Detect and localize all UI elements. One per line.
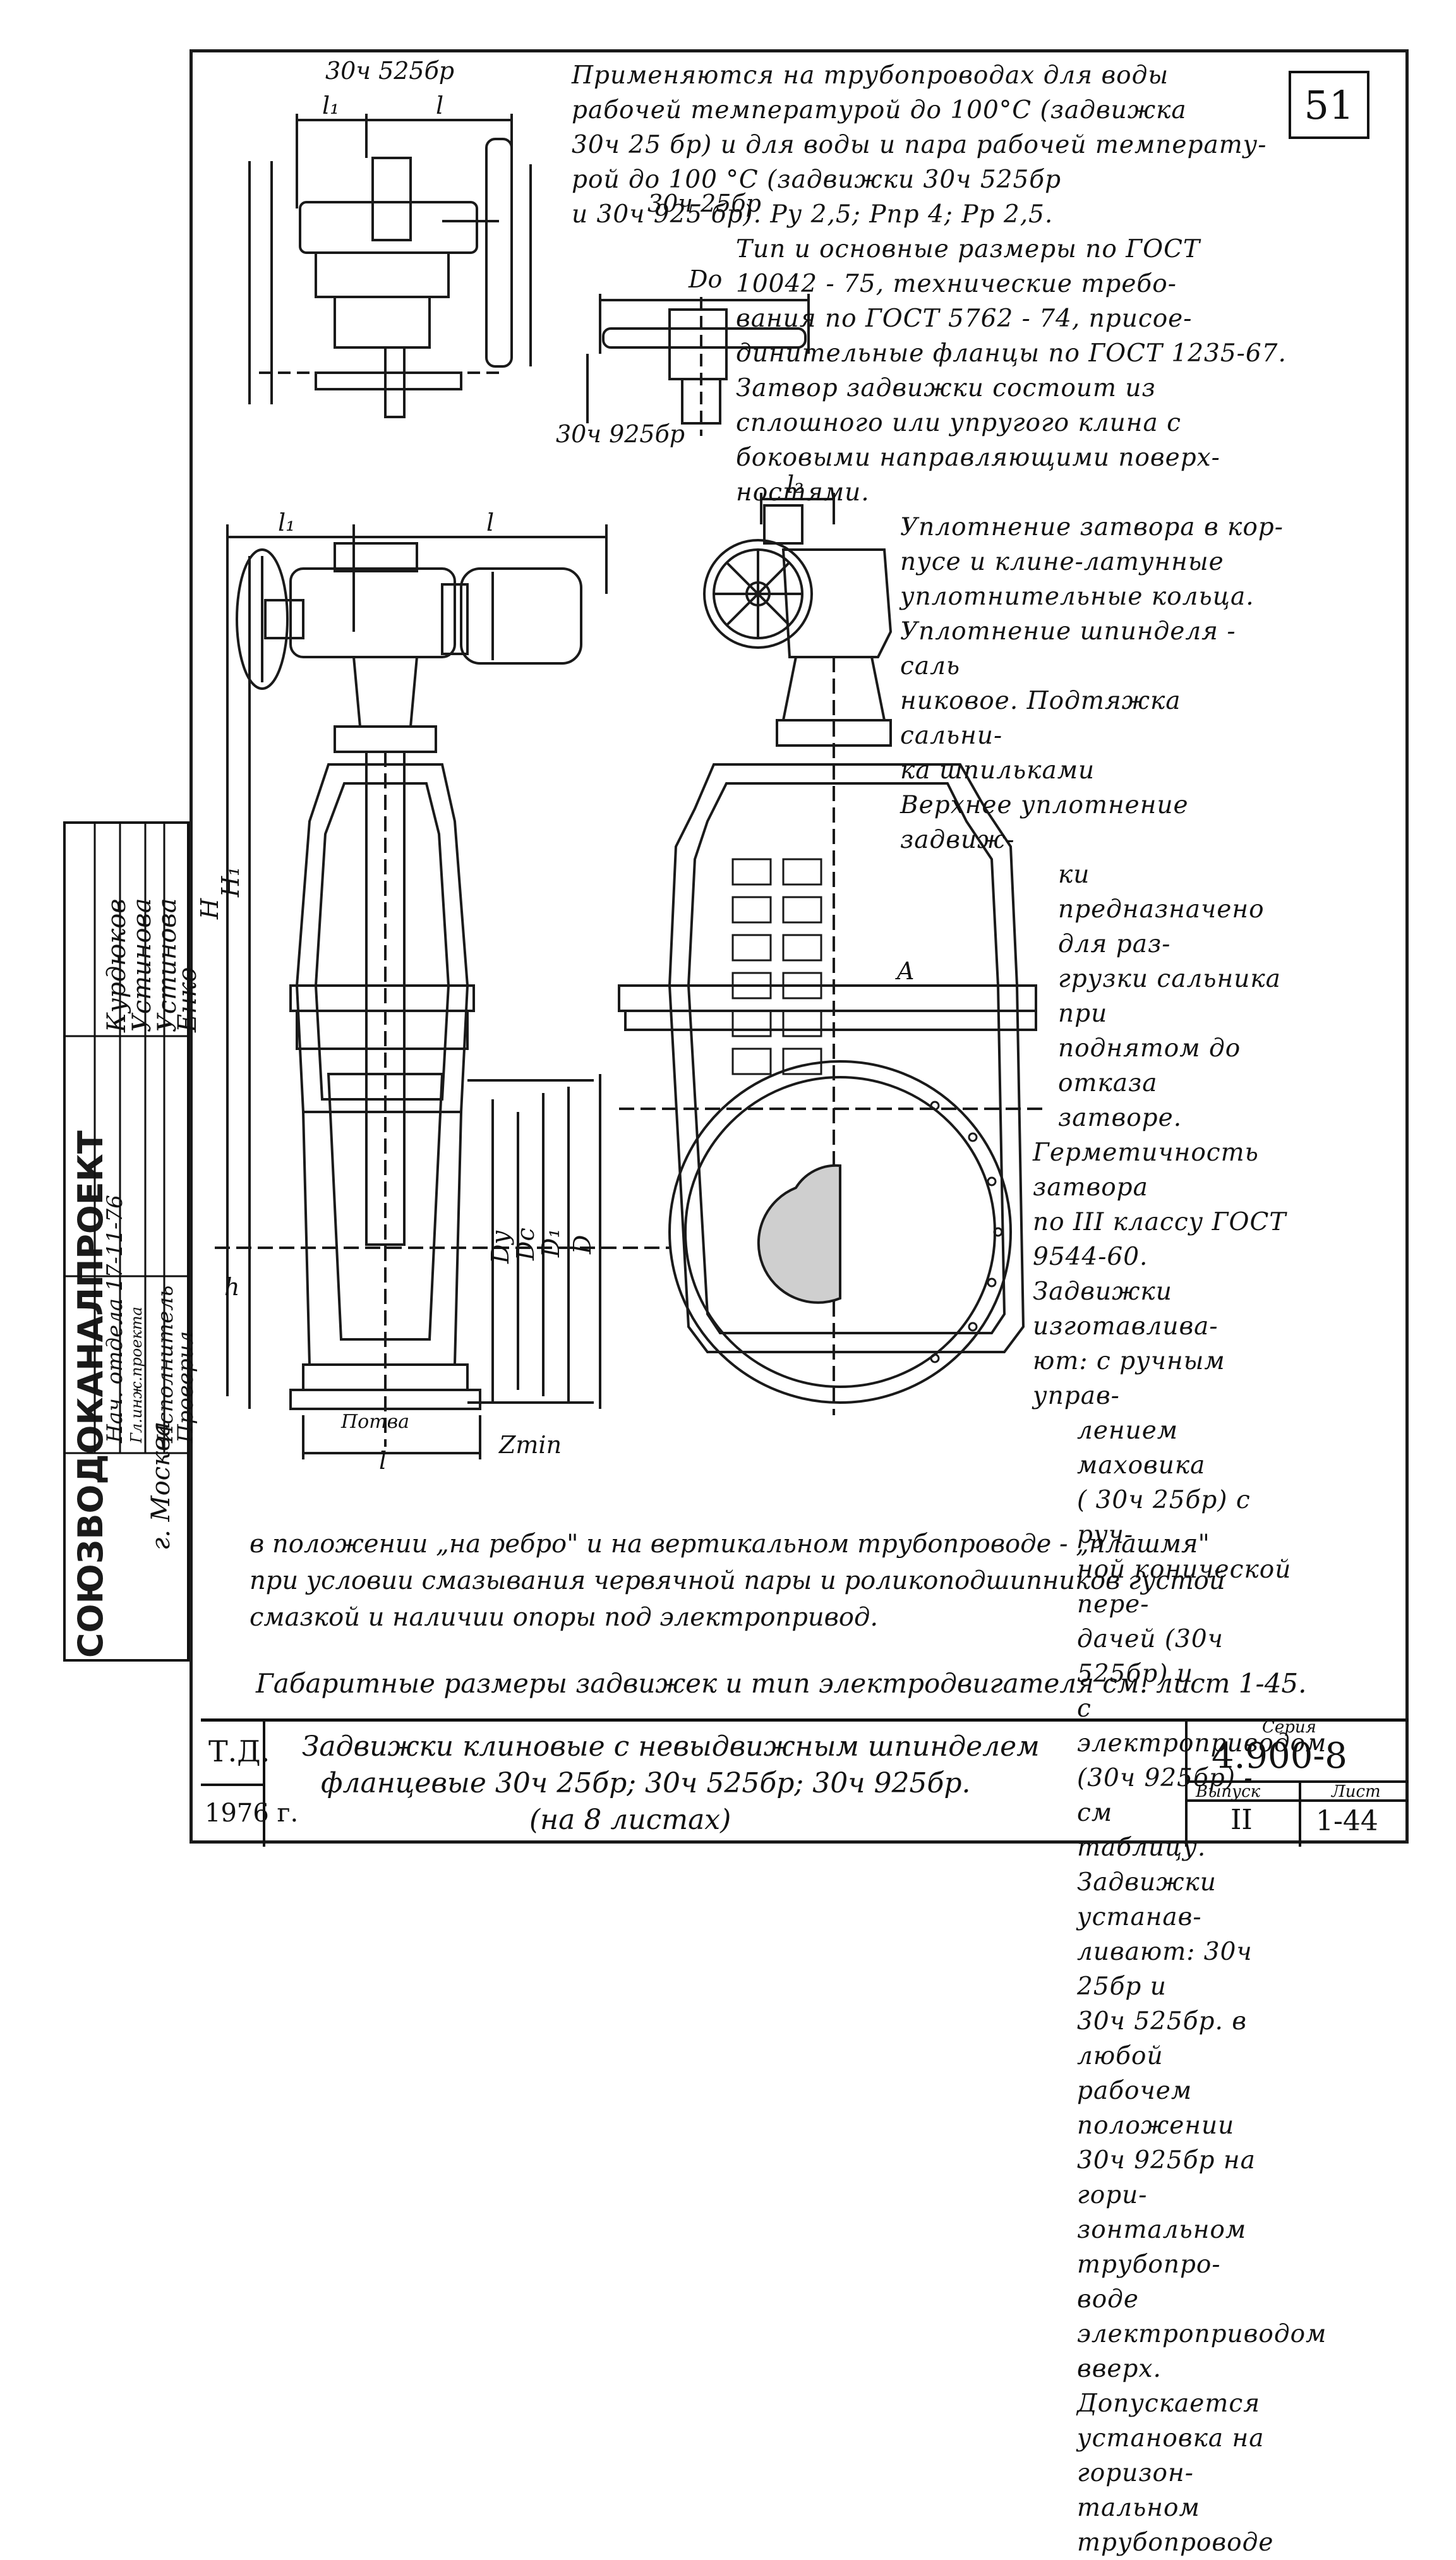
description-line: Верхнее уплотнение задвиж- <box>900 791 1189 854</box>
label-view-925: 30ч 925бр <box>556 420 685 448</box>
side-stamp: СОЮЗВОДОКАНАЛПРОЕКТ г. Москва Нач. отдел… <box>63 821 202 1662</box>
dim-zmin: Zmin <box>498 1431 562 1459</box>
description-line: поднятом до отказа <box>1058 1034 1241 1097</box>
description-line: (30ч 925бр) - см <box>1077 1764 1253 1827</box>
description-line: с электроприводом <box>1077 1694 1327 1758</box>
description-line: Тип и основные размеры по ГОСТ <box>736 235 1200 263</box>
description-line: уплотнительные кольца. <box>900 583 1254 611</box>
title-line-3: (на 8 листах) <box>529 1804 731 1836</box>
label-potva: Потва <box>340 1411 409 1433</box>
vypusk-number: II <box>1230 1804 1253 1836</box>
title-line-2: фланцевые 30ч 25бр; 30ч 525бр; 30ч 925бр… <box>321 1767 971 1799</box>
description-line: 30ч 25 бр) и для воды и пара рабочей тем… <box>572 131 1267 159</box>
description-line: рабочей температурой до 100°С (задвижка <box>572 96 1187 124</box>
description-line: ( 30ч 25бр) с руч- <box>1077 1486 1251 1549</box>
td-label: Т.Д. <box>208 1734 270 1768</box>
description-line: 30ч 525бр. в любой <box>1077 2007 1247 2070</box>
description-line: рабочем положении <box>1077 2077 1235 2140</box>
description-line: пусе и клине-латунные <box>900 548 1224 576</box>
year-label: 1976 г. <box>205 1799 299 1828</box>
installation-line-2: при условии смазывания червячной пары и … <box>250 1566 1225 1595</box>
series-label: Серия <box>1262 1718 1316 1737</box>
description-line: затворе. <box>1058 1104 1182 1132</box>
description-line: ки предназначено для раз- <box>1058 860 1265 958</box>
description-line: Задвижки изготавлива- <box>1033 1277 1218 1341</box>
description-line: ной конической пере- <box>1077 1555 1292 1619</box>
dim-H1-main: H₁ <box>217 867 244 898</box>
dim-dy: Dу <box>486 1230 514 1264</box>
list-label: Лист <box>1332 1782 1381 1801</box>
dim-l2: l₂ <box>786 471 803 498</box>
reference-note: Габаритные размеры задвижек и тип электр… <box>256 1668 1307 1699</box>
description-line: 30ч 925бр на гори- <box>1077 2146 1256 2209</box>
drawing-sheet: 51 <box>63 49 1409 2557</box>
installation-text: в положении „на ребро" и на вертикальном… <box>250 1526 1387 1636</box>
label-section-a: A <box>895 957 914 985</box>
installation-line-1: в положении „на ребро" и на вертикальном… <box>250 1530 1210 1559</box>
description-line: Герметичность затвора <box>1033 1138 1259 1202</box>
main-section-view <box>215 524 670 1459</box>
description-line: ливают: 30ч 25бр и <box>1077 1938 1253 2001</box>
title-block-grid <box>201 1722 1409 1847</box>
sheet-number: 51 <box>1289 71 1369 139</box>
stamp-grid <box>63 821 190 1454</box>
description-line: по III классу ГОСТ 9544-60. <box>1033 1208 1287 1271</box>
description-line: боковыми направляющими поверх- <box>736 444 1220 472</box>
description-line: ют: с ручным управ- <box>1033 1347 1225 1410</box>
description-line: ка шпильками <box>900 756 1095 785</box>
dim-H-main: H <box>196 898 224 920</box>
description-line: рой до 100 °С (задвижки 30ч 525бр <box>572 166 1062 194</box>
dim-l-top: l <box>436 92 443 119</box>
description-line: Затвор задвижки состоит из <box>736 374 1156 402</box>
main-side-view <box>618 493 1049 1415</box>
description-line: никовое. Подтяжка сальни- <box>900 687 1181 750</box>
dim-l-main: l <box>486 509 494 536</box>
series-number: 4.900-8 <box>1212 1736 1347 1777</box>
description-line: воде электроприводом <box>1077 2285 1327 2348</box>
description-line: вверх. Допускается <box>1077 2355 1261 2418</box>
gate-valve-drawing: 30ч 525бр 30ч 25бр 30ч 925бр l₁ l Dо l₁ … <box>196 57 1049 1475</box>
description-line: установка на горизон- <box>1077 2424 1265 2487</box>
title-block: Т.Д. 1976 г. Задвижки клиновые с невыдви… <box>201 1718 1409 1847</box>
installation-line-3: смазкой и наличии опоры под электроприво… <box>250 1603 879 1632</box>
dim-dc: Dс <box>512 1228 539 1261</box>
description-line: динительные фланцы по ГОСТ 1235-67. <box>736 339 1287 368</box>
description-line: 10042 - 75, технические требо- <box>736 270 1177 298</box>
dim-l1-top: l₁ <box>322 92 339 119</box>
description-line: Применяются на трубопроводах для воды <box>572 61 1169 90</box>
label-view-25: 30ч 25бр <box>647 190 761 217</box>
label-view-525: 30ч 525бр <box>325 57 454 85</box>
dim-d: D <box>569 1235 596 1255</box>
description-line: грузки сальника при <box>1058 965 1281 1028</box>
list-number: 1-44 <box>1316 1805 1378 1837</box>
description-line: сплошного или упругого клина с <box>736 409 1181 437</box>
dim-do-small: Dо <box>688 265 722 293</box>
description-line: Задвижки устанав- <box>1077 1868 1217 1931</box>
description-line: тальном трубопроводе <box>1077 2494 1274 2557</box>
description-line: лением маховика <box>1077 1416 1206 1480</box>
description-line: ностями. <box>736 478 870 507</box>
description-line: вания по ГОСТ 5762 - 74, присое- <box>736 305 1193 333</box>
description-text: Применяются на трубопроводах для воды раб… <box>572 58 1327 2560</box>
view-25-small <box>586 294 810 436</box>
description-line: Уплотнение затвора в кор- <box>900 513 1284 541</box>
description-line: и 30ч 925 бр). Ру 2,5; Рпр 4; Рр 2,5. <box>572 200 1054 229</box>
sheet-frame <box>190 49 1409 1844</box>
view-525-small <box>248 114 532 418</box>
description-line: дачей (30ч 525бр) и <box>1077 1625 1224 1688</box>
dim-l1-main: l₁ <box>278 509 295 536</box>
description-line: таблицу. <box>1077 1833 1206 1862</box>
title-line-1: Задвижки клиновые с невыдвижным шпинделе… <box>302 1730 1040 1763</box>
dim-h: h <box>224 1273 239 1301</box>
description-line: зонтальном трубопро- <box>1077 2216 1247 2279</box>
vypusk-label: Выпуск <box>1196 1782 1261 1801</box>
dim-d1: D₁ <box>537 1228 565 1258</box>
dim-l-bottom: l <box>379 1447 387 1475</box>
description-line: Уплотнение шпинделя - саль <box>900 617 1236 680</box>
